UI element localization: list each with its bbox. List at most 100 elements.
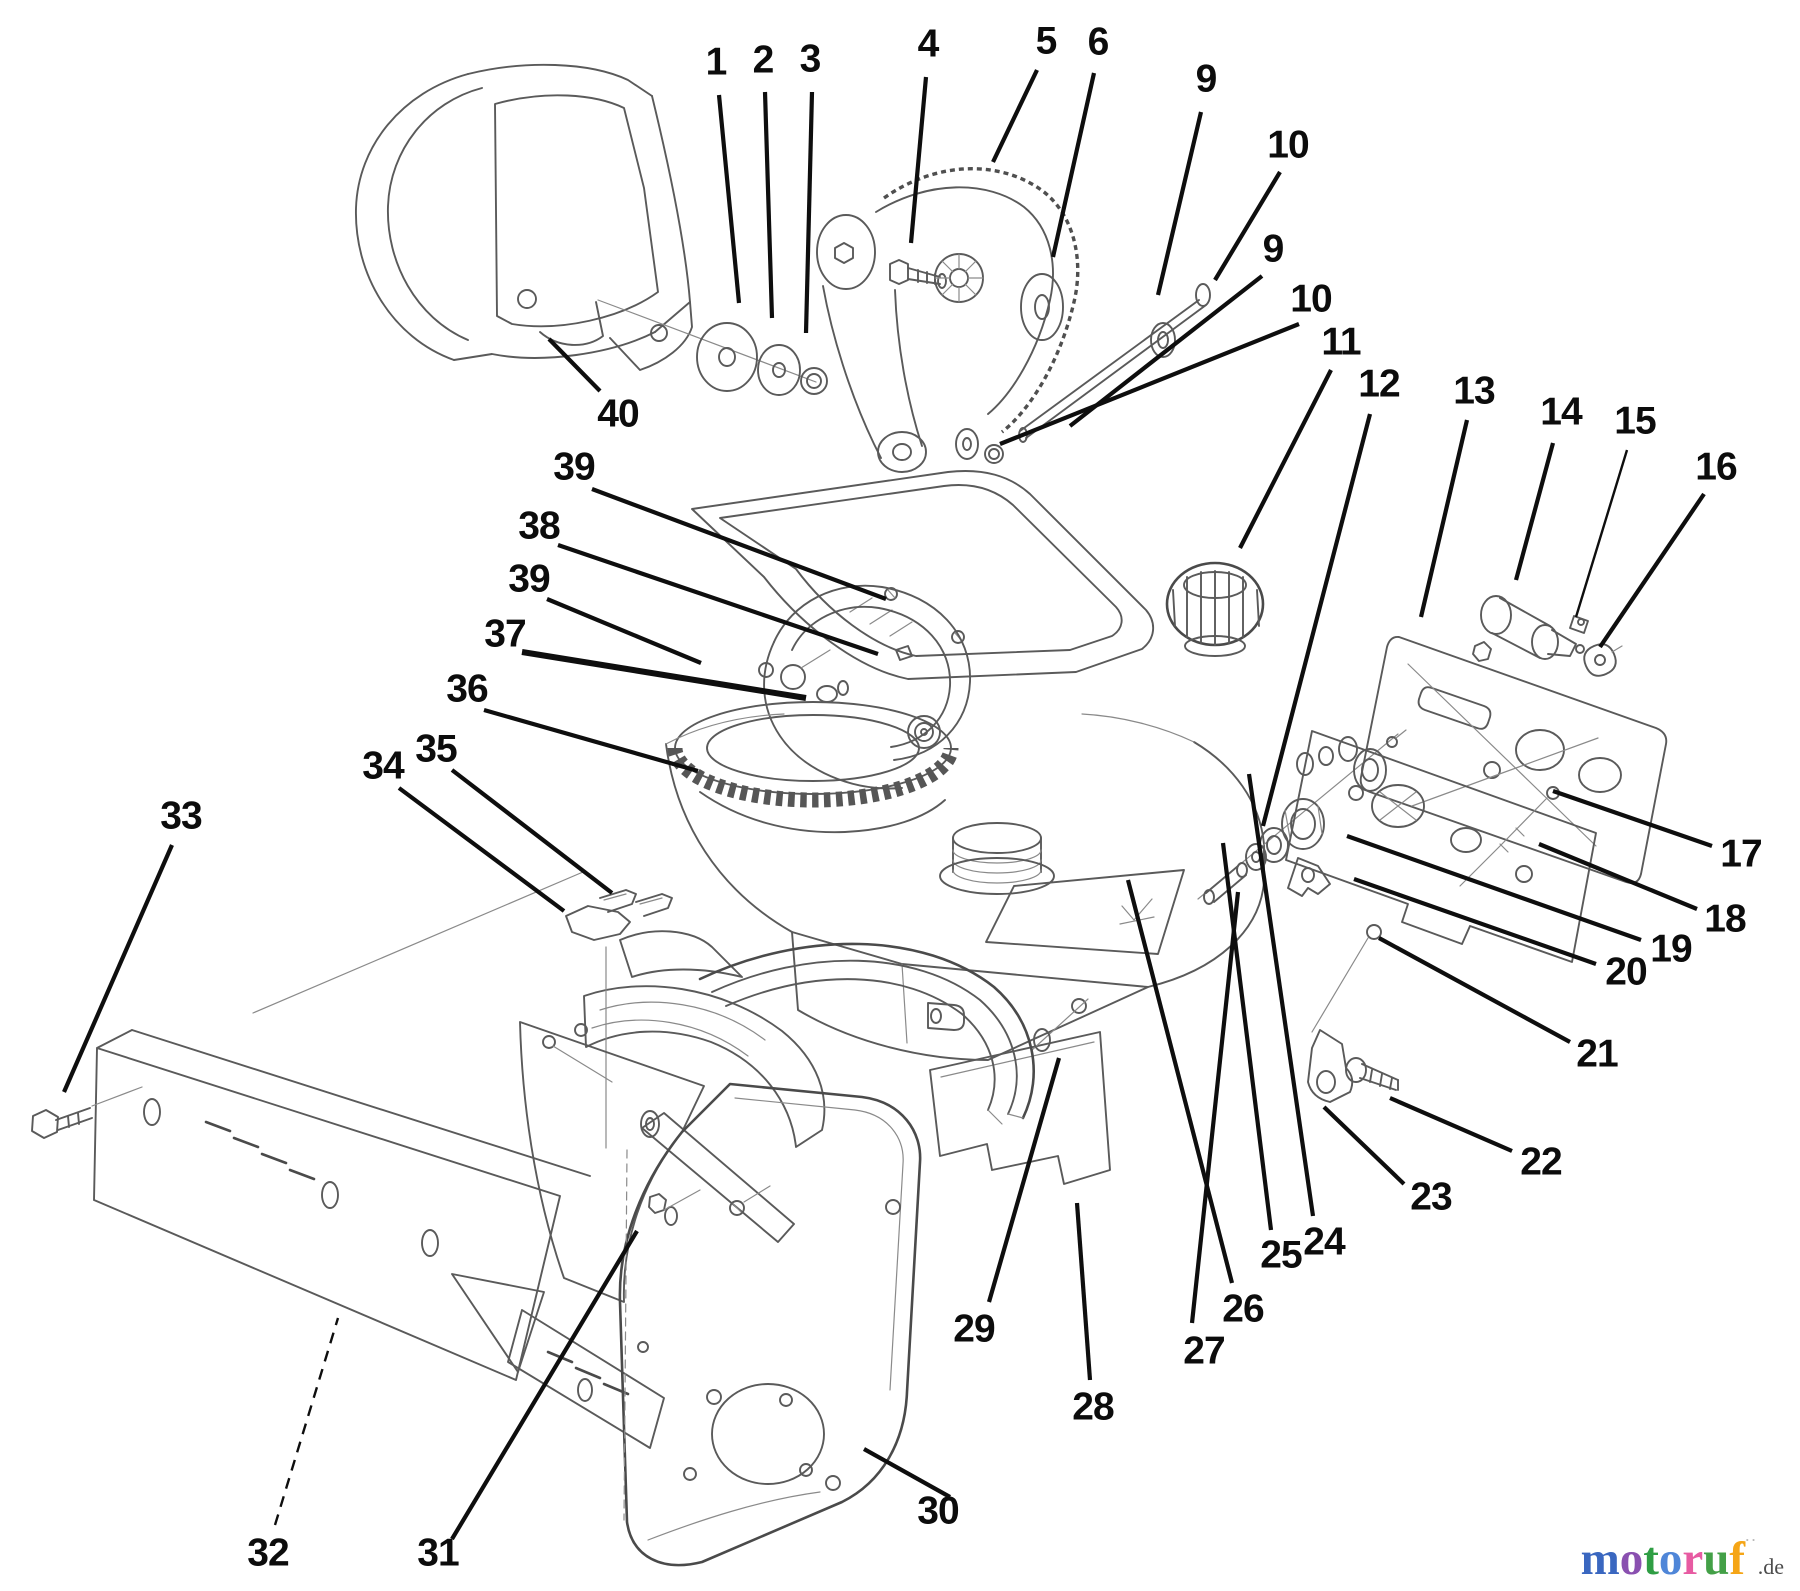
carriage-bolt-22 bbox=[1345, 1057, 1399, 1091]
fitting-15 bbox=[1569, 615, 1589, 634]
callout-15: 15 bbox=[1614, 399, 1656, 443]
callout-2: 2 bbox=[752, 38, 775, 82]
gasket-plate-17-18 bbox=[1285, 730, 1597, 963]
callout-39-39: 39 bbox=[508, 557, 550, 601]
bolt-33 bbox=[31, 1086, 143, 1139]
heat-shield-28 bbox=[929, 1031, 1111, 1185]
callout-38: 38 bbox=[518, 504, 560, 548]
callout-36: 36 bbox=[446, 667, 488, 711]
callout-32: 32 bbox=[247, 1531, 289, 1575]
callout-31: 31 bbox=[417, 1531, 459, 1575]
turret-gear-36 bbox=[667, 701, 959, 834]
callout-18: 18 bbox=[1704, 897, 1746, 941]
logo-word: motoruf bbox=[1581, 1533, 1745, 1585]
leader-line-4 bbox=[908, 76, 929, 244]
leader-line-13 bbox=[1418, 419, 1470, 618]
leader-line-39 bbox=[591, 487, 887, 601]
leader-line-10 bbox=[999, 322, 1300, 446]
callout-26: 26 bbox=[1222, 1287, 1264, 1331]
callout-5: 5 bbox=[1035, 19, 1058, 63]
washer-stack-1-2-3 bbox=[597, 299, 828, 396]
logo-letter-1: o bbox=[1619, 1533, 1644, 1585]
leader-line-37 bbox=[521, 649, 807, 701]
panel-screw-17 bbox=[1459, 786, 1560, 887]
callout-27: 27 bbox=[1183, 1329, 1225, 1373]
leader-line-21 bbox=[1377, 936, 1572, 1044]
support-arm-31 bbox=[640, 1110, 795, 1243]
leader-line-23 bbox=[1322, 1105, 1406, 1186]
crank-bracket-assembly bbox=[816, 167, 1211, 473]
leader-line-17 bbox=[1552, 789, 1713, 848]
callout-24: 24 bbox=[1303, 1220, 1345, 1264]
callout-9-8: 9 bbox=[1262, 227, 1285, 271]
leader-line-28 bbox=[1074, 1202, 1093, 1381]
leader-line-29 bbox=[986, 1057, 1062, 1303]
logo-letter-0: m bbox=[1580, 1533, 1620, 1585]
chute-deflector bbox=[355, 63, 693, 371]
belt-cover bbox=[252, 871, 1035, 1149]
logo-trademark-dots: ·· bbox=[1745, 1532, 1758, 1547]
callout-35: 35 bbox=[415, 727, 457, 771]
leader-line-39 bbox=[546, 597, 702, 665]
callout-21: 21 bbox=[1576, 1032, 1618, 1076]
leader-line-31 bbox=[450, 1229, 639, 1541]
leader-line-12 bbox=[1260, 413, 1373, 827]
callout-40: 40 bbox=[597, 392, 639, 436]
leader-line-18 bbox=[1538, 842, 1698, 911]
control-panel-plate-13 bbox=[1359, 635, 1668, 884]
leader-line-25 bbox=[1220, 842, 1274, 1231]
leader-line-16 bbox=[1598, 492, 1706, 649]
washer-6 bbox=[1020, 273, 1064, 341]
leader-line-3 bbox=[803, 91, 815, 334]
logo-suffix: .de bbox=[1757, 1554, 1784, 1579]
side-housing-30 bbox=[618, 1082, 922, 1567]
chute-collar bbox=[758, 584, 971, 790]
callout-22: 22 bbox=[1520, 1140, 1562, 1184]
callout-4: 4 bbox=[917, 22, 940, 66]
leader-line-22 bbox=[1389, 1096, 1513, 1153]
leader-line-26 bbox=[1125, 879, 1235, 1284]
leader-line-32 bbox=[273, 1317, 340, 1526]
callout-25: 25 bbox=[1260, 1233, 1302, 1277]
leader-line-2 bbox=[762, 91, 775, 319]
callout-30: 30 bbox=[917, 1489, 959, 1533]
callout-19: 19 bbox=[1650, 927, 1692, 971]
leader-line-33 bbox=[62, 844, 174, 1093]
callout-37: 37 bbox=[484, 612, 526, 656]
filler-neck bbox=[939, 822, 1055, 895]
callout-33: 33 bbox=[160, 794, 202, 838]
callout-23: 23 bbox=[1410, 1175, 1452, 1219]
bolt-29 bbox=[1031, 998, 1089, 1052]
callout-10-9: 10 bbox=[1290, 277, 1332, 321]
leader-line-9 bbox=[1155, 111, 1204, 296]
callout-6: 6 bbox=[1087, 20, 1110, 64]
callout-11: 11 bbox=[1321, 320, 1361, 364]
fuel-tank bbox=[665, 713, 1265, 1061]
callout-34: 34 bbox=[362, 744, 404, 788]
callout-13: 13 bbox=[1453, 369, 1495, 413]
leader-line-1 bbox=[716, 94, 742, 304]
console-tray bbox=[691, 470, 1154, 680]
callout-10-7: 10 bbox=[1267, 123, 1309, 167]
callout-39-38: 39 bbox=[553, 445, 595, 489]
leader-line-19 bbox=[1346, 834, 1642, 942]
callout-20: 20 bbox=[1605, 950, 1647, 994]
screw-21 bbox=[1311, 924, 1382, 1033]
latch-clip-34-35 bbox=[565, 889, 673, 941]
callout-3: 3 bbox=[799, 37, 822, 81]
latch-lever-23 bbox=[1307, 1029, 1354, 1103]
seal-and-bushing-cluster bbox=[1197, 729, 1407, 905]
callout-14: 14 bbox=[1540, 390, 1582, 434]
leader-line-27 bbox=[1189, 891, 1241, 1324]
callout-9-6: 9 bbox=[1195, 57, 1218, 101]
frame-rail-32 bbox=[93, 1029, 665, 1449]
washer-9-nut-10 bbox=[955, 428, 1004, 464]
logo-letter-6: f bbox=[1729, 1533, 1746, 1585]
bolt-4 bbox=[889, 259, 947, 289]
callout-1: 1 bbox=[705, 40, 728, 84]
tank-label-patch bbox=[985, 869, 1185, 955]
logo-letter-2: t bbox=[1643, 1533, 1659, 1585]
leader-line-6 bbox=[1050, 72, 1097, 258]
